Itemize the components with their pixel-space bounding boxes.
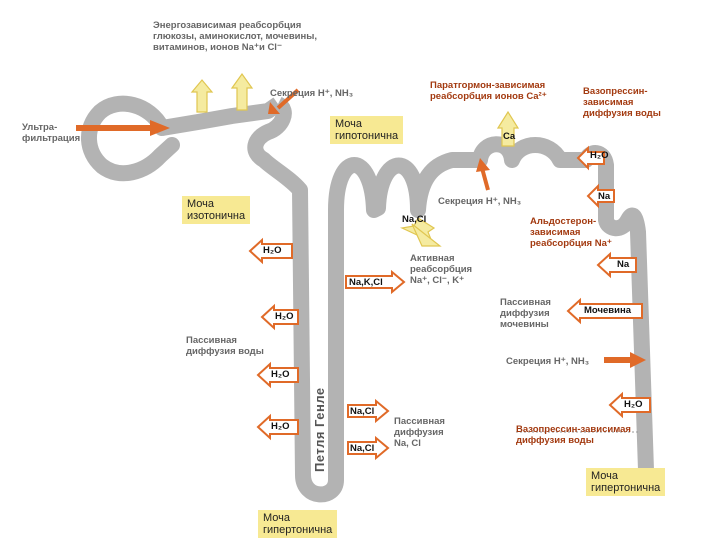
active-reabsorption-label: Активная реабсорбция Na⁺, Cl⁻, K⁺ [410, 253, 473, 286]
ultrafiltration-arrow [76, 120, 170, 136]
secretion-top-label: Секреция Н⁺, NH₃ [270, 88, 354, 99]
bowman-capsule [80, 95, 180, 182]
urine-hypertonic-right-box: Моча гипертонична [586, 468, 666, 496]
h2o-arrow-2 [260, 303, 299, 331]
secretion-arrow-top [268, 88, 300, 114]
vasopressin-top-label: Вазопрессин- зависимая диффузия воды [583, 86, 661, 119]
passive-nacl-label: Пассивная диффузия Na, Cl [394, 416, 445, 449]
urea-arrow [566, 297, 643, 325]
h2o-collect-label: H₂O [624, 399, 643, 410]
na-arrow-1 [586, 183, 615, 209]
nakcl-label: Na,K,Cl [349, 277, 383, 288]
h2o-label-2: H₂O [275, 311, 294, 322]
nacl-top-label: Na,Cl [402, 214, 427, 225]
reabsorption-up-arrow-1 [190, 79, 214, 113]
energy-reabsorption-label: Энергозависимая реабсорбция глюкозы, ами… [153, 20, 317, 53]
aldosterone-label: Альдостерон- зависимая реабсорбция Na⁺ [530, 216, 612, 249]
pth-label: Паратгормон-зависимая реабсорбция ионов … [430, 80, 547, 102]
urine-hypertonic-bottom-box: Моча гипертонична [258, 510, 338, 538]
nacl-label-2: Na,Cl [350, 443, 375, 454]
ca-label: Ca [503, 131, 516, 142]
passive-urea-label: Пассивная диффузия мочевины [500, 297, 551, 330]
active-reabsorption-arrow [399, 217, 442, 247]
urine-hypotonic-box: Моча гипотонична [330, 116, 404, 144]
urea-label: Мочевина [584, 305, 631, 316]
h2o-arrow-3 [256, 361, 299, 389]
secretion-arrow-mid [476, 158, 490, 191]
h2o-arrow-1 [248, 237, 293, 265]
urine-isotonic-box: Моча изотонична [182, 196, 251, 224]
h2o-right-label: H₂O [590, 150, 609, 161]
vasopressin-low-label: Вазопрессин-зависимая диффузия воды [516, 424, 631, 446]
h2o-side-arrow [576, 145, 605, 171]
loop-henle-label: Петля Генле [312, 387, 327, 472]
secretion-arrow-low [604, 352, 646, 368]
reabsorption-up-arrow-2 [230, 72, 254, 111]
secretion-low-label: Секреция Н⁺, NH₃ [506, 356, 590, 367]
h2o-collect-arrow [608, 391, 651, 419]
nakcl-arrow [345, 269, 406, 295]
nacl-label-1: Na,Cl [350, 406, 375, 417]
h2o-label-1: H₂O [263, 245, 282, 256]
nacl-arrow-1 [347, 398, 390, 424]
secretion-mid-label: Секреция Н⁺, NH₃ [438, 196, 522, 207]
h2o-arrow-4 [256, 413, 299, 441]
ca-up-arrow [496, 110, 520, 147]
nacl-arrow-2 [347, 435, 390, 461]
h2o-label-3: H₂O [271, 369, 290, 380]
h2o-label-4: H₂O [271, 421, 290, 432]
na-right2-label: Na [617, 259, 630, 270]
na-arrow-2 [596, 251, 637, 279]
na-right-label: Na [598, 191, 611, 202]
ultrafiltration-label: Ультра- фильтрация [22, 122, 81, 144]
passive-water-label: Пассивная диффузия воды [186, 335, 264, 357]
